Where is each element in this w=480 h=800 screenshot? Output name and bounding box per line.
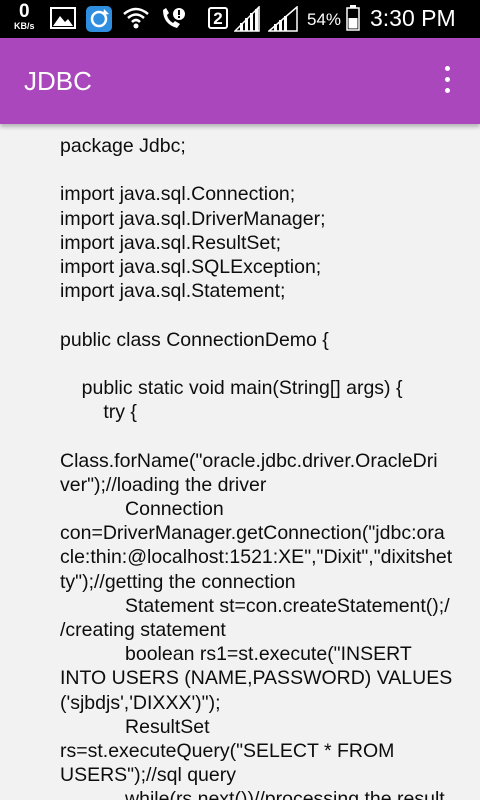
code-text: package Jdbc; import java.sql.Connection… [60, 134, 480, 800]
code-line: Statement st=con.createStatement();/ [60, 594, 450, 617]
code-line: try { [60, 401, 137, 424]
code-line: boolean rs1=st.execute("INSERT [60, 643, 412, 666]
overflow-menu-icon [444, 66, 450, 71]
battery-percent: 54% [307, 10, 342, 29]
code-line: Connection [60, 498, 224, 521]
code-scroll-view[interactable]: package Jdbc; import java.sql.Connection… [0, 124, 480, 800]
network-speed-indicator: 0 KB/s [14, 2, 35, 31]
code-line: ver");//loading the driver [60, 473, 267, 496]
code-line: con=DriverManager.getConnection("jdbc:or… [60, 522, 445, 545]
code-line: import java.sql.Connection; [60, 183, 296, 206]
code-line: import java.sql.DriverManager; [60, 207, 326, 230]
image-icon [50, 7, 76, 29]
code-line: import java.sql.SQLException; [60, 256, 322, 279]
code-line: import java.sql.Statement; [60, 280, 286, 303]
sim-slot-indicator: 2 [208, 7, 228, 29]
code-line: USERS");//sql query [60, 764, 236, 787]
network-speed-value: 0 [18, 1, 30, 22]
clock: 3:30 PM [370, 5, 456, 31]
code-line: public class ConnectionDemo { [60, 328, 329, 351]
code-line: ResultSet [60, 715, 210, 738]
signal-icon [234, 6, 260, 32]
battery-icon [346, 5, 360, 31]
code-line: package Jdbc; [60, 135, 186, 157]
app-bar: JDBC [0, 38, 480, 124]
code-line: cle:thin:@localhost:1521:XE","Dixit","di… [60, 546, 453, 569]
sync-icon [86, 6, 112, 32]
code-line: while(rs.next())//processing the result [60, 788, 445, 800]
status-bar: 0 KB/s 2 54% [0, 0, 480, 38]
code-line: rs=st.executeQuery("SELECT * FROM [60, 740, 395, 763]
app-title: JDBC [24, 66, 92, 96]
code-line: import java.sql.ResultSet; [60, 231, 282, 254]
overflow-menu-icon-dot [444, 88, 450, 93]
code-line: INTO USERS (NAME,PASSWORD) VALUES [60, 667, 453, 690]
overflow-menu-icon-dot [444, 77, 450, 82]
code-line: public static void main(String[] args) { [60, 377, 403, 400]
code-line: ('sjbdjs','DIXXX')"); [60, 691, 221, 714]
signal-icon-2 [268, 6, 298, 32]
network-speed-unit: KB/s [14, 21, 35, 31]
code-line: /creating statement [60, 619, 226, 642]
overflow-menu-button[interactable] [434, 60, 460, 100]
call-alert-icon [163, 8, 185, 28]
code-line: ty");//getting the connection [60, 570, 296, 593]
wifi-icon [123, 7, 149, 29]
code-line: Class.forName("oracle.jdbc.driver.Oracle… [60, 449, 438, 472]
